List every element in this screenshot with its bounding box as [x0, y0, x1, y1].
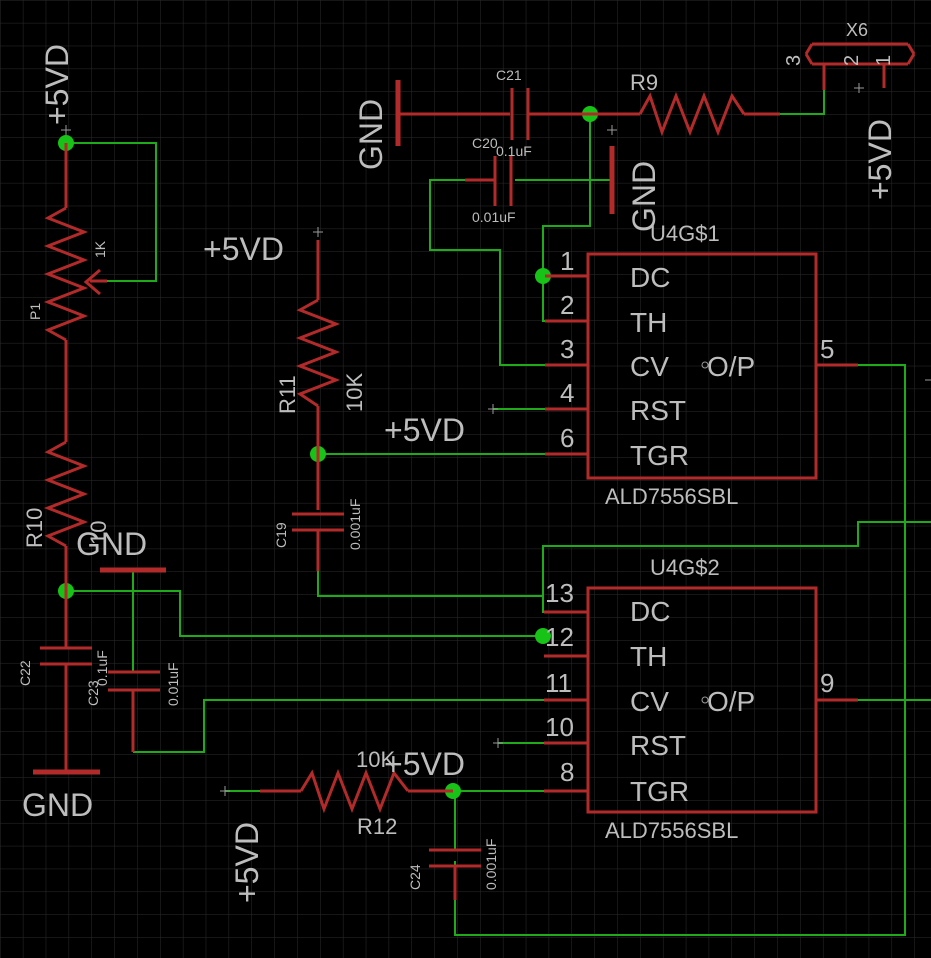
- r9-resistor-body: [638, 91, 746, 137]
- c24-name: C24: [407, 864, 423, 890]
- u4b-name: U4G$2: [650, 555, 720, 580]
- u4b-pin-label-th: TH: [630, 641, 667, 672]
- r11-name: R11: [275, 375, 300, 414]
- x6-pin-2: 2: [841, 55, 863, 66]
- r12-name: R12: [357, 814, 397, 839]
- r11-resistor-body: [295, 298, 341, 408]
- u4b-pin-num-8: 8: [560, 757, 574, 787]
- junction-dot: [535, 268, 551, 284]
- p1-wiper-head: [83, 268, 101, 296]
- u4a-pin-label-th: TH: [630, 307, 667, 338]
- c22-name: C22: [17, 660, 33, 686]
- u4a-pin-num-1: 1: [560, 246, 574, 276]
- origin-circle: [701, 361, 709, 369]
- u4b-value: ALD7556SBL: [605, 818, 738, 843]
- r10-name: R10: [22, 508, 47, 548]
- u4b-pin-label-cv: CV: [630, 686, 669, 717]
- c19-value: 0.001uF: [347, 499, 363, 550]
- p5v-label-x6: +5VD: [862, 119, 898, 200]
- gnd-label-c22: GND: [22, 787, 93, 823]
- u4b-pin-label-rst: RST: [630, 730, 686, 761]
- u4b-pin-num-10: 10: [545, 712, 574, 742]
- u4b-pin-label-dc: DC: [630, 596, 670, 627]
- c20-value: 0.01uF: [472, 209, 516, 225]
- x6-body-right2: [906, 53, 916, 65]
- u4a-pin-label-dc: DC: [630, 262, 670, 293]
- p5v-label-r11: +5VD: [203, 231, 284, 267]
- wire-r9-to-x6: [780, 90, 825, 115]
- wire-c23-to-cv2: [133, 699, 544, 753]
- origin-cross: [313, 227, 323, 237]
- origin-cross: [854, 83, 864, 93]
- u4a-pin-label-cv: CV: [630, 351, 669, 382]
- junction-dot: [535, 628, 551, 644]
- gnd-label-c23: GND: [76, 526, 147, 562]
- u4a-pin-num-4: 4: [560, 378, 574, 408]
- p1-value: 1K: [92, 240, 108, 258]
- c23-value: 0.01uF: [165, 662, 181, 706]
- wire-c20-to-cv1: [429, 179, 545, 366]
- wire-c19-to-pin13: [317, 571, 544, 597]
- x6-pin-1: 1: [873, 55, 895, 66]
- r11-value: 10K: [342, 373, 367, 412]
- u4b-pin-num-9: 9: [820, 668, 834, 698]
- origin-marks: [61, 83, 931, 796]
- origin-circle: [701, 696, 709, 704]
- origin-cross: [61, 125, 71, 135]
- c21-name: C21: [496, 67, 522, 83]
- u4b-pin-label-tgr: TGR: [630, 776, 689, 807]
- u4a-name: U4G$1: [650, 221, 720, 246]
- r9-name: R9: [630, 70, 658, 95]
- u4b-pin-label-op: O/P: [707, 686, 755, 717]
- u4a-pin-num-3: 3: [560, 334, 574, 364]
- p1-name: P1: [27, 303, 43, 320]
- u4a-pin-num-2: 2: [560, 290, 574, 320]
- origin-cross: [607, 125, 617, 135]
- u4a-pin-label-tgr: TGR: [630, 440, 689, 471]
- u4b-pin-num-13: 13: [545, 578, 574, 608]
- origin-cross: [220, 786, 230, 796]
- p5v-label-r12: +5VD: [229, 822, 265, 903]
- r12-value: 10K: [356, 747, 395, 772]
- wire-out5: [454, 364, 906, 936]
- c23-name: C23: [85, 680, 101, 706]
- c19-name: C19: [273, 522, 289, 548]
- wire-p1-wiper: [66, 142, 157, 282]
- p1-resistor-body: [43, 206, 89, 342]
- c20-name: C20: [472, 135, 498, 151]
- p5v-label-rst1: +5VD: [384, 412, 465, 448]
- u4a-pin-label-op: O/P: [707, 351, 755, 382]
- u4a-pin-num-5: 5: [820, 334, 834, 364]
- x6-body-left: [804, 43, 814, 55]
- x6-body-right: [906, 43, 916, 55]
- wire-net-loop: [542, 521, 931, 613]
- u4a-pin-label-rst: RST: [630, 395, 686, 426]
- gnd-label-c20: GND: [626, 161, 662, 232]
- labels: +5VD +5VD +5VD +5VD +5VD +5VD GND GND GN…: [17, 20, 898, 903]
- x6-name: X6: [846, 20, 868, 40]
- wire-r9-node-to-pin1: [542, 114, 591, 322]
- origin-cross: [488, 404, 498, 414]
- u4a-pin-num-6: 6: [560, 423, 574, 453]
- u4a-value: ALD7556SBL: [605, 484, 738, 509]
- origin-cross: [493, 738, 503, 748]
- c24-value: 0.001uF: [483, 839, 499, 890]
- p5v-label-left: +5VD: [39, 44, 75, 125]
- r12-resistor-body: [299, 768, 410, 814]
- c22-value: 0.1uF: [94, 650, 110, 686]
- c21-value: 0.1uF: [496, 143, 532, 159]
- x6-pin-3: 3: [783, 55, 805, 66]
- p5v-label-rst2: +5VD: [384, 746, 465, 782]
- x6-body-left2: [804, 53, 814, 65]
- parts: [33, 42, 916, 900]
- r10-resistor-body: [43, 440, 89, 548]
- r10-value: 10: [86, 521, 111, 545]
- gnd-label-top: GND: [353, 99, 389, 170]
- u4b-pin-num-12: 12: [545, 622, 574, 652]
- u4b-pin-num-11: 11: [545, 668, 572, 698]
- wire-r10-to-pin12: [66, 590, 544, 637]
